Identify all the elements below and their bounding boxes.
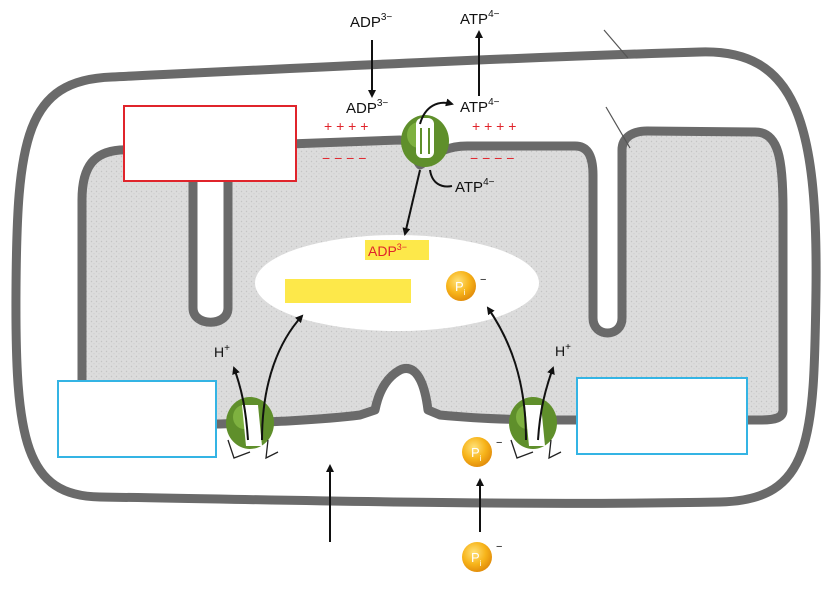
- svg-text:−: −: [496, 437, 502, 449]
- svg-text:−: −: [496, 541, 502, 553]
- answer-box-bottom-right[interactable]: [577, 378, 747, 454]
- answer-box-matrix-yellow[interactable]: [285, 279, 411, 303]
- phosphate-outside: Pi −: [462, 541, 502, 572]
- minus-signs-left: − − − −: [322, 150, 366, 166]
- answer-box-bottom-left[interactable]: [58, 381, 216, 457]
- minus-signs-right: − − − −: [470, 150, 514, 166]
- answer-box-top-left[interactable]: [124, 106, 296, 181]
- atp-top-label: ATP4−: [460, 9, 500, 28]
- svg-text:−: −: [480, 274, 486, 286]
- adp-top-label: ADP3−: [350, 12, 392, 31]
- adp-atp-translocase: [401, 115, 449, 167]
- plus-signs-left: + + + +: [324, 118, 368, 134]
- plus-signs-right: + + + +: [472, 118, 516, 134]
